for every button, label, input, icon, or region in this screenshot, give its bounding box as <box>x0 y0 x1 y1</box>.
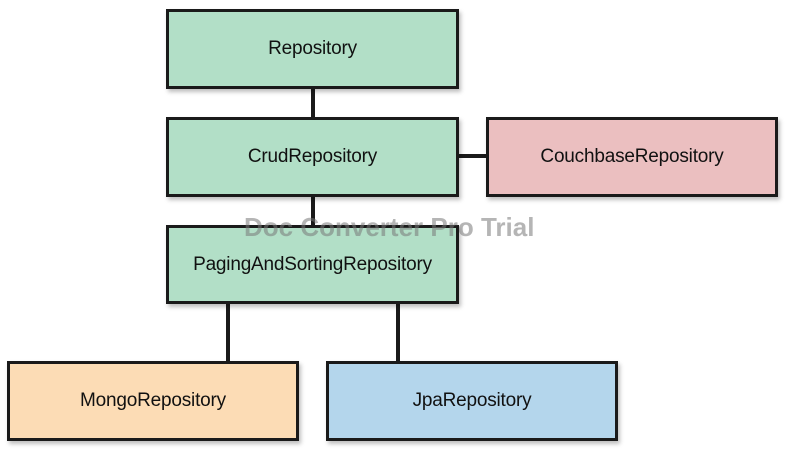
node-jpa-repository: JpaRepository <box>326 361 618 441</box>
node-repository: Repository <box>166 9 459 89</box>
node-crud-repository: CrudRepository <box>166 117 459 197</box>
connector-crud-couchbase <box>457 154 489 158</box>
connector-repository-crud <box>311 86 315 120</box>
node-mongo-repository: MongoRepository <box>7 361 299 441</box>
node-paging-and-sorting-repository: PagingAndSortingRepository <box>166 225 459 304</box>
node-couchbase-repository: CouchbaseRepository <box>486 117 778 197</box>
connector-paging-jpa <box>396 301 400 364</box>
connector-crud-paging <box>311 194 315 228</box>
connector-paging-mongo <box>226 301 230 364</box>
